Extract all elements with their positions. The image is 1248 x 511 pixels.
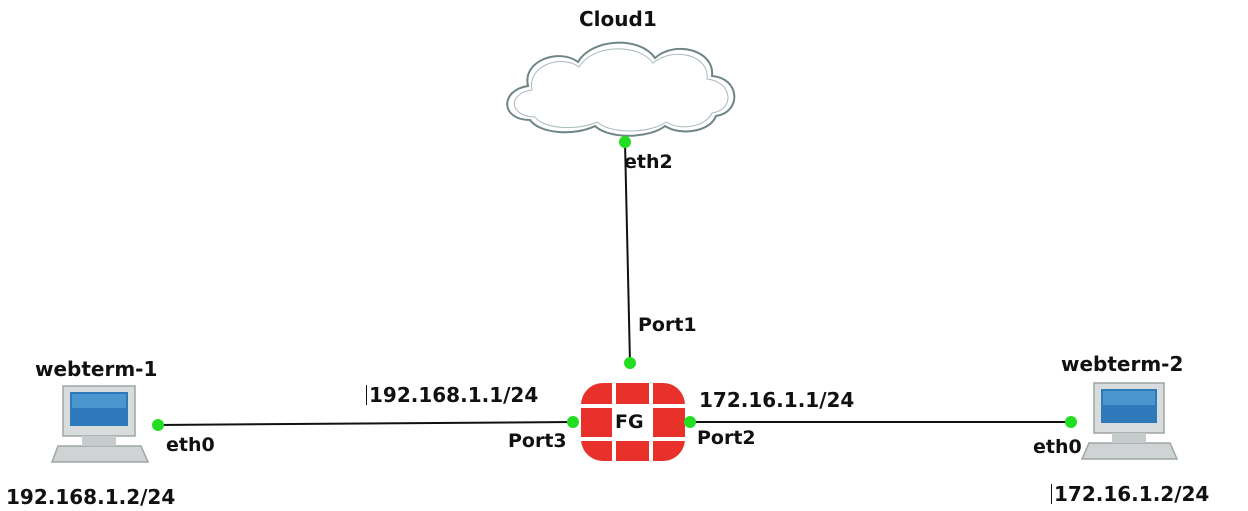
workstation-icon[interactable] <box>50 385 150 463</box>
fortigate-firewall-icon[interactable] <box>581 383 685 461</box>
fw-port2-ip-label: 172.16.1.1/24 <box>699 388 855 412</box>
connector-fw-port1[interactable] <box>624 357 636 369</box>
connector-host2-eth0[interactable] <box>1065 416 1077 428</box>
fw-port3-ip-label: 192.168.1.1/24 <box>366 385 538 405</box>
firewall-name-label: FG <box>615 411 644 433</box>
fw-port1-label: Port1 <box>638 314 697 336</box>
fw-port3-label: Port3 <box>508 430 567 452</box>
host2-ip-label: 172.16.1.2/24 <box>1051 484 1209 504</box>
host2-name-label: webterm-2 <box>1061 352 1184 376</box>
cloud-icon[interactable] <box>506 41 736 137</box>
host1-iface-label: eth0 <box>166 434 215 456</box>
host1-name-label: webterm-1 <box>35 357 158 381</box>
connector-host1-eth0[interactable] <box>152 419 164 431</box>
fw-port2-label: Port2 <box>697 427 756 449</box>
cloud-iface-label: eth2 <box>624 151 673 173</box>
connector-fw-port3[interactable] <box>567 416 579 428</box>
link-host1-firewall[interactable] <box>157 421 574 426</box>
workstation-icon-2[interactable] <box>1080 382 1179 460</box>
connector-fw-port2[interactable] <box>684 416 696 428</box>
cloud-name-label: Cloud1 <box>579 7 657 31</box>
host2-iface-label: eth0 <box>1033 436 1082 458</box>
link-cloud-firewall[interactable] <box>624 141 631 364</box>
connector-cloud-eth2[interactable] <box>619 136 631 148</box>
host1-ip-label: 192.168.1.2/24 <box>6 485 176 509</box>
